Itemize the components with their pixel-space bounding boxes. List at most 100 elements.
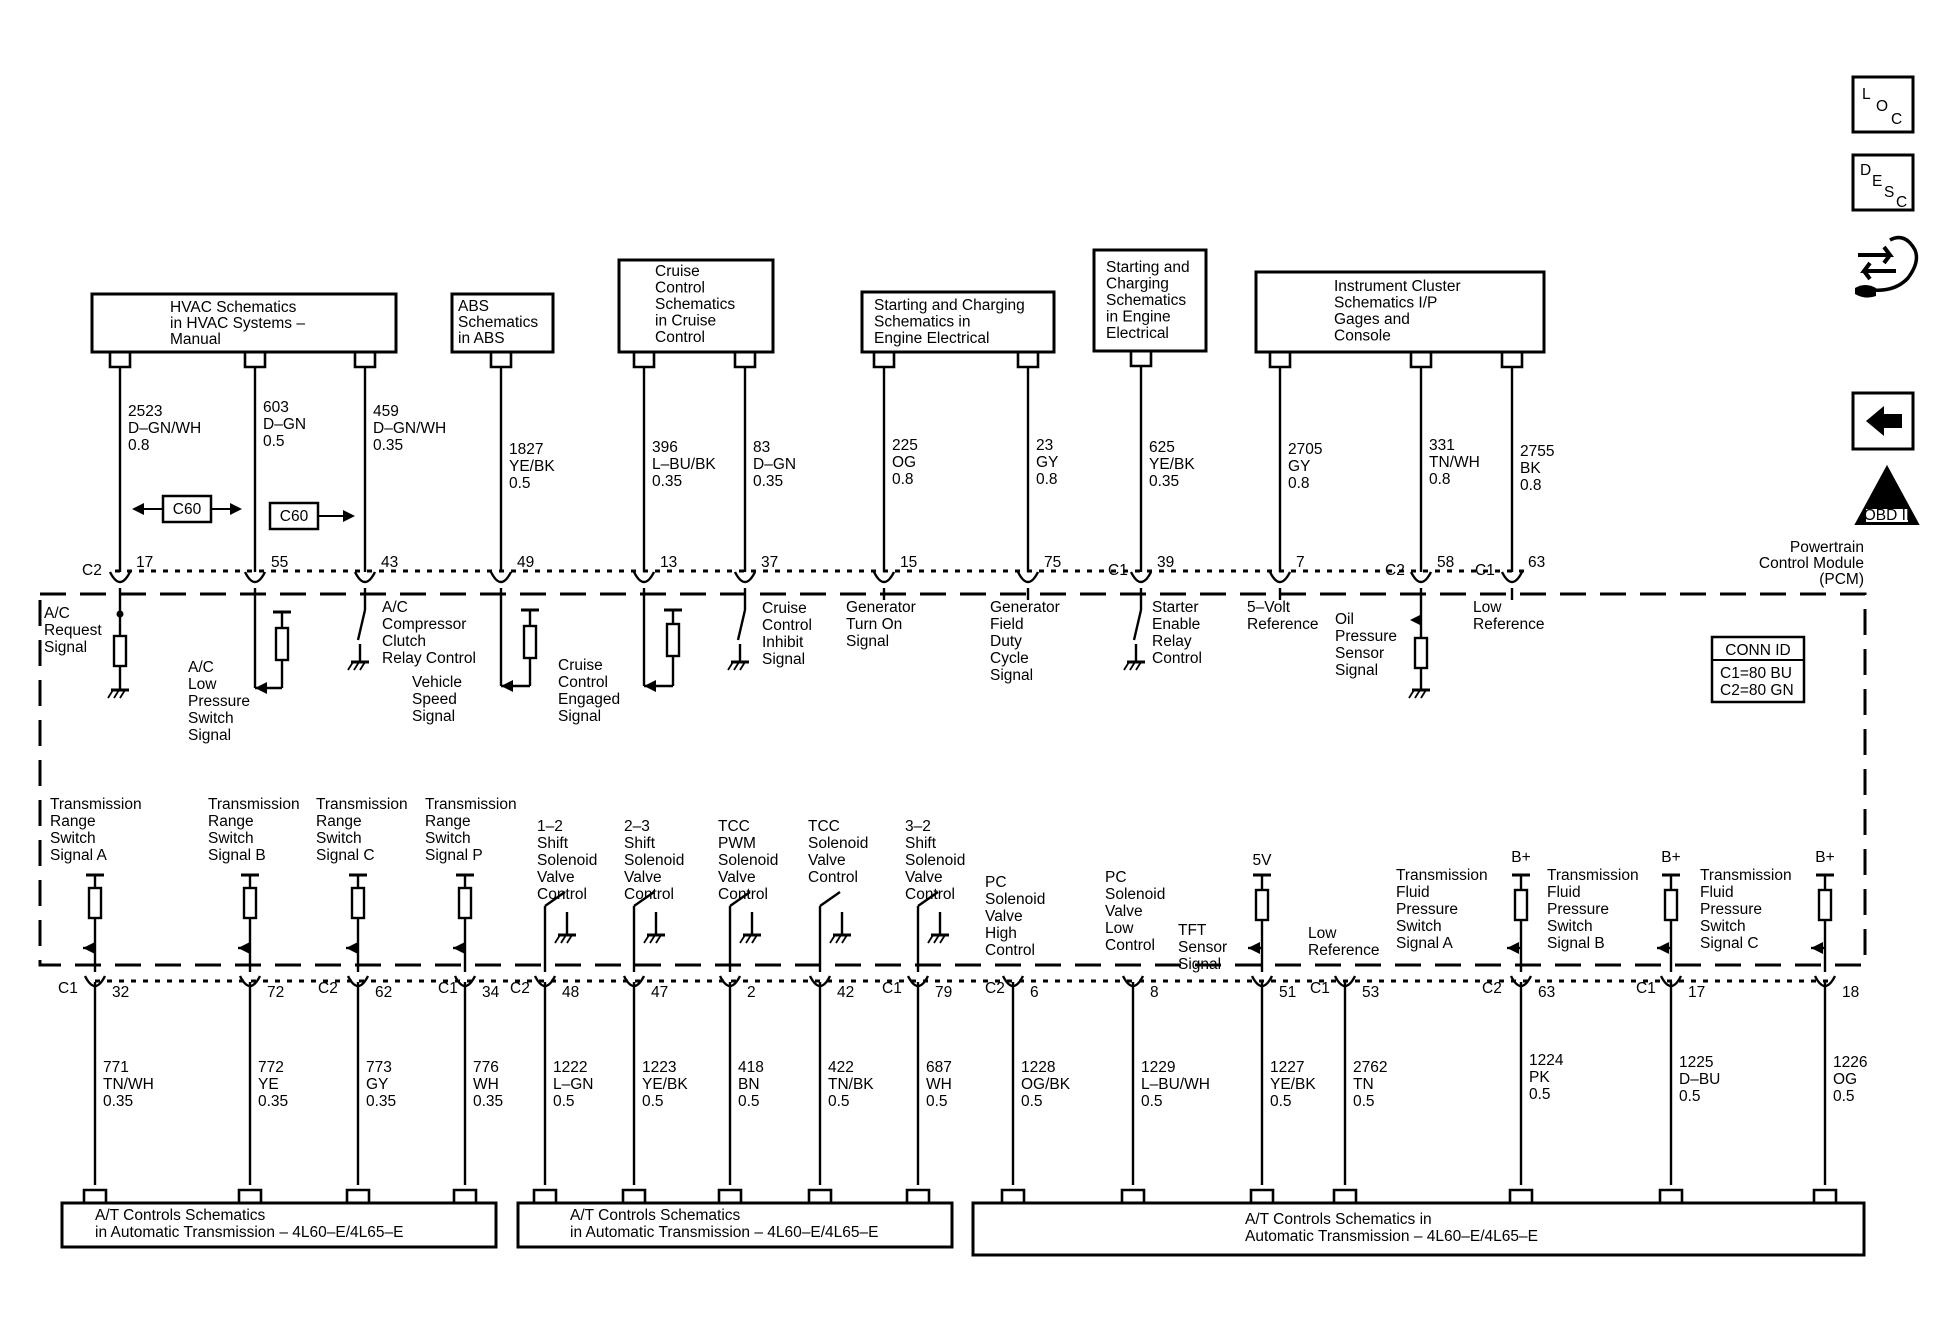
wire-color: YE/BK <box>1270 1076 1316 1093</box>
loc-letter: C <box>1891 111 1902 128</box>
pin-number: 55 <box>271 554 288 571</box>
circuit-function: Low <box>1105 920 1134 937</box>
wire-color: GY <box>366 1076 388 1093</box>
circuit-function: Reference <box>1473 616 1545 633</box>
bottom-wire[interactable]: 62C2773GY0.35TransmissionRangeSwitchSign… <box>316 796 408 1185</box>
loc-icon[interactable]: LOC <box>1851 75 1915 134</box>
bottom-wire[interactable]: 471223YE/BK0.52–3ShiftSolenoidValveContr… <box>622 818 688 1185</box>
back-arrow-icon[interactable] <box>1851 391 1915 451</box>
circuit-function: Reference <box>1308 942 1380 959</box>
pullup-resistor <box>522 624 538 660</box>
desc-letter: C <box>1896 194 1907 211</box>
wire-gauge: 0.35 <box>473 1093 503 1110</box>
bottom-ref-pin <box>621 1188 647 1203</box>
ground-hatch <box>113 689 120 699</box>
splice-tag-c60[interactable]: C60 <box>132 494 242 524</box>
bottom-wire[interactable]: 17C11225D–BU0.5TransmissionFluidPressure… <box>1547 867 1720 1185</box>
circuit-function: Fluid <box>1547 884 1581 901</box>
top-wire[interactable]: 625YE/BK0.3539C1StarterEnableRelayContro… <box>1108 367 1202 667</box>
harness-icon[interactable] <box>1855 235 1919 298</box>
connector-id: C1 <box>1310 980 1330 997</box>
harness-outline <box>1871 235 1919 292</box>
ground-hatch <box>927 934 934 944</box>
circuit-function: Solenoid <box>537 852 597 869</box>
conn-id-frame <box>1710 635 1806 704</box>
top-ref-pin <box>489 352 513 369</box>
pin-number: 79 <box>935 984 952 1001</box>
circuit-number: 396 <box>652 439 678 456</box>
bottom-pin <box>808 975 832 988</box>
circuit-function: Engaged <box>558 691 620 708</box>
circuit-function: Low <box>1308 925 1337 942</box>
bottom-wire[interactable]: 181226OG0.5TransmissionFluidPressureSwit… <box>1700 867 1867 1185</box>
wire-color: L–BU/WH <box>1141 1076 1210 1093</box>
circuit-function: Signal P <box>425 847 483 864</box>
ground-hatch <box>739 934 746 944</box>
bottom-wire[interactable]: 6C21228OG/BK0.5PCSolenoidValveHighContro… <box>985 874 1071 1185</box>
bottom-wire[interactable]: 63C21224PK0.5TransmissionFluidPressureSw… <box>1396 867 1564 1185</box>
circuit-function: Pressure <box>1547 901 1609 918</box>
circuit-function: Reference <box>1247 616 1319 633</box>
wrench-head <box>1855 285 1876 298</box>
ground-hatch <box>566 934 573 944</box>
top-ref-pin <box>1268 352 1292 369</box>
wire-color: OG <box>892 454 916 471</box>
connector-id: C2 <box>1385 562 1405 579</box>
pullup-resistor <box>87 886 103 920</box>
bottom-ref-pin <box>532 1188 558 1203</box>
top-wire[interactable]: 459D–GN/WH0.3543A/CCompressorClutchRelay… <box>353 367 476 667</box>
circuit-function: Generator <box>846 599 916 616</box>
ground-hatch <box>1420 689 1427 699</box>
bottom-wire[interactable]: 34C1776WH0.35TransmissionRangeSwitchSign… <box>425 796 517 1185</box>
obd-caption: OBD II <box>1864 507 1911 524</box>
circuit-function: Cycle <box>990 650 1029 667</box>
wire-color: OG <box>1833 1071 1857 1088</box>
top-wire[interactable]: 396L–BU/BK0.3513CruiseControlEngagedSign… <box>558 367 716 725</box>
bottom-pin <box>83 975 107 988</box>
circuit-function: 3–2 <box>905 818 931 835</box>
ground-symbol <box>554 933 576 944</box>
bottom-wire[interactable]: 72772YE0.35TransmissionRangeSwitchSignal… <box>208 796 300 1185</box>
top-ref-text: in HVAC Systems – <box>170 315 305 332</box>
bottom-wire[interactable]: 32C1771TN/WH0.35TransmissionRangeSwitchS… <box>50 796 154 1185</box>
circuit-function: Field <box>990 616 1024 633</box>
wire-color: TN/WH <box>103 1076 154 1093</box>
splice-arrow <box>343 510 355 522</box>
bottom-wire[interactable]: 48C21222L–GN0.51–2ShiftSolenoidValveCont… <box>510 818 597 1185</box>
pin-number: 47 <box>651 984 668 1001</box>
signal-arrow <box>1410 614 1422 626</box>
circuit-number: 1228 <box>1021 1059 1055 1076</box>
circuit-function: Low <box>188 676 217 693</box>
splice-tag-c60[interactable]: C60 <box>268 501 355 531</box>
ground-hatch <box>643 934 650 944</box>
